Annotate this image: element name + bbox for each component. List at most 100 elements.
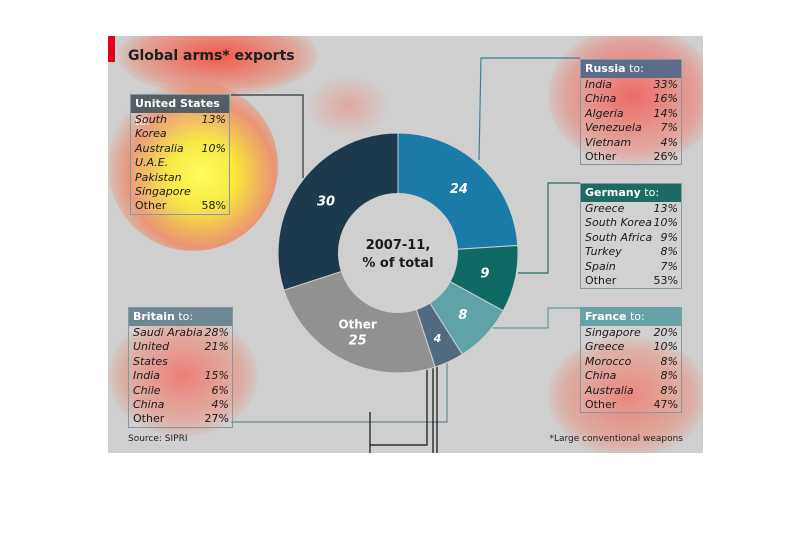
germany-box-header: Germany to: [581,184,681,202]
russia-suffix-label: to: [625,62,644,75]
germany-row-value: 53% [653,274,678,288]
britain-row-country: Saudi Arabia [133,326,203,339]
germany-row-value: 13% [653,202,678,215]
slice-value-label: 24 [450,182,468,197]
france-row-value: 10% [653,340,678,354]
russia-row: Algeria 14% [581,107,681,121]
russia-row-value: 16% [653,92,678,106]
russia-row: Venezuela 7% [581,121,681,135]
us-row-country: U.A.E. [135,156,169,170]
connector-line [478,57,580,161]
russia-row: India 33% [581,78,681,92]
us-row: U.A.E. [131,156,229,170]
germany-row: South Africa 9% [581,231,681,245]
us-row-country: South Korea [135,113,167,141]
connector-line [231,94,304,178]
donut-hole [338,193,458,313]
germany-row-country: Spain [585,259,616,273]
slice-name-label: Other [338,317,377,331]
germany-row: Greece 13% [581,202,681,216]
britain-row-value: 15% [204,369,229,383]
us-row-value: 10% [201,141,226,155]
france-row-country: Greece [585,340,625,354]
germany-row-value: 9% [660,230,678,244]
britain-row-value: 6% [211,383,229,397]
france-row-value: 20% [653,326,678,339]
germany-row-value: 8% [660,245,678,259]
britain-row: United States 21% [129,340,232,369]
france-row: Singapore 20% [581,326,681,340]
britain-row-value: 21% [204,340,229,354]
connector-line [369,355,428,446]
germany-country-label: Germany [585,186,641,199]
britain-row-country: China [133,398,165,412]
britain-row-value: 28% [204,326,229,339]
germany-row-country: South Africa [585,230,653,244]
source-note: Source: SIPRI [128,434,188,444]
france-country-label: France [585,310,627,323]
russia-row-value: 4% [660,135,678,149]
france-row-value: 47% [653,398,678,412]
us-row: South Korea 13% [131,113,229,142]
us-country-label: United States [135,97,220,110]
france-row-country: Singapore [585,326,641,339]
france-row: China 8% [581,369,681,383]
britain-country-label: Britain [133,310,175,323]
us-row: Australia 10% [131,142,229,156]
germany-row: Spain 7% [581,260,681,274]
russia-row-country: Algeria [585,106,624,120]
slice-value-label: 4 [433,332,442,345]
germany-row-country: Greece [585,202,625,215]
russia-row-value: 7% [660,121,678,135]
france-row-country: Australia [585,383,634,397]
russia-row-country: India [585,78,612,91]
us-row-country: Pakistan [135,170,182,184]
france-row-value: 8% [660,354,678,368]
france-row-country: Morocco [585,354,632,368]
britain-row: China 4% [129,398,232,412]
britain-suffix-label: to: [174,310,194,323]
center-label-line2: % of total [362,256,433,271]
slice-value-label: 9 [480,266,489,281]
russia-row-country: Vietnam [585,135,632,149]
germany-row-value: 10% [653,216,678,230]
slice-value-label: 25 [349,333,367,348]
france-row-value: 8% [660,369,678,383]
us-row-country: Australia [135,141,184,155]
britain-row-value: 4% [211,398,229,412]
france-row-country: Other [585,398,617,412]
russia-row-value: 26% [653,150,678,164]
britain-row-value: 27% [204,412,229,426]
russia-row-value: 33% [653,78,678,91]
connector-line [231,356,448,423]
russia-row-value: 14% [653,106,678,120]
germany-row-value: 7% [660,259,678,273]
russia-row-country: Venezuela [585,121,642,135]
us-row-value: 13% [201,113,226,126]
donut-slices [277,132,519,374]
germany-row: Turkey 8% [581,245,681,259]
russia-row: Vietnam 4% [581,136,681,150]
connector-line [518,182,580,274]
center-label-line1: 2007-11, [366,238,431,253]
france-row-country: China [585,369,617,383]
connector-line [493,307,580,329]
britain-row-country: United States [133,340,170,368]
germany-suffix-label: to: [640,186,660,199]
germany-row-country: Turkey [585,245,622,259]
britain-box-header: Britain to: [129,308,232,326]
